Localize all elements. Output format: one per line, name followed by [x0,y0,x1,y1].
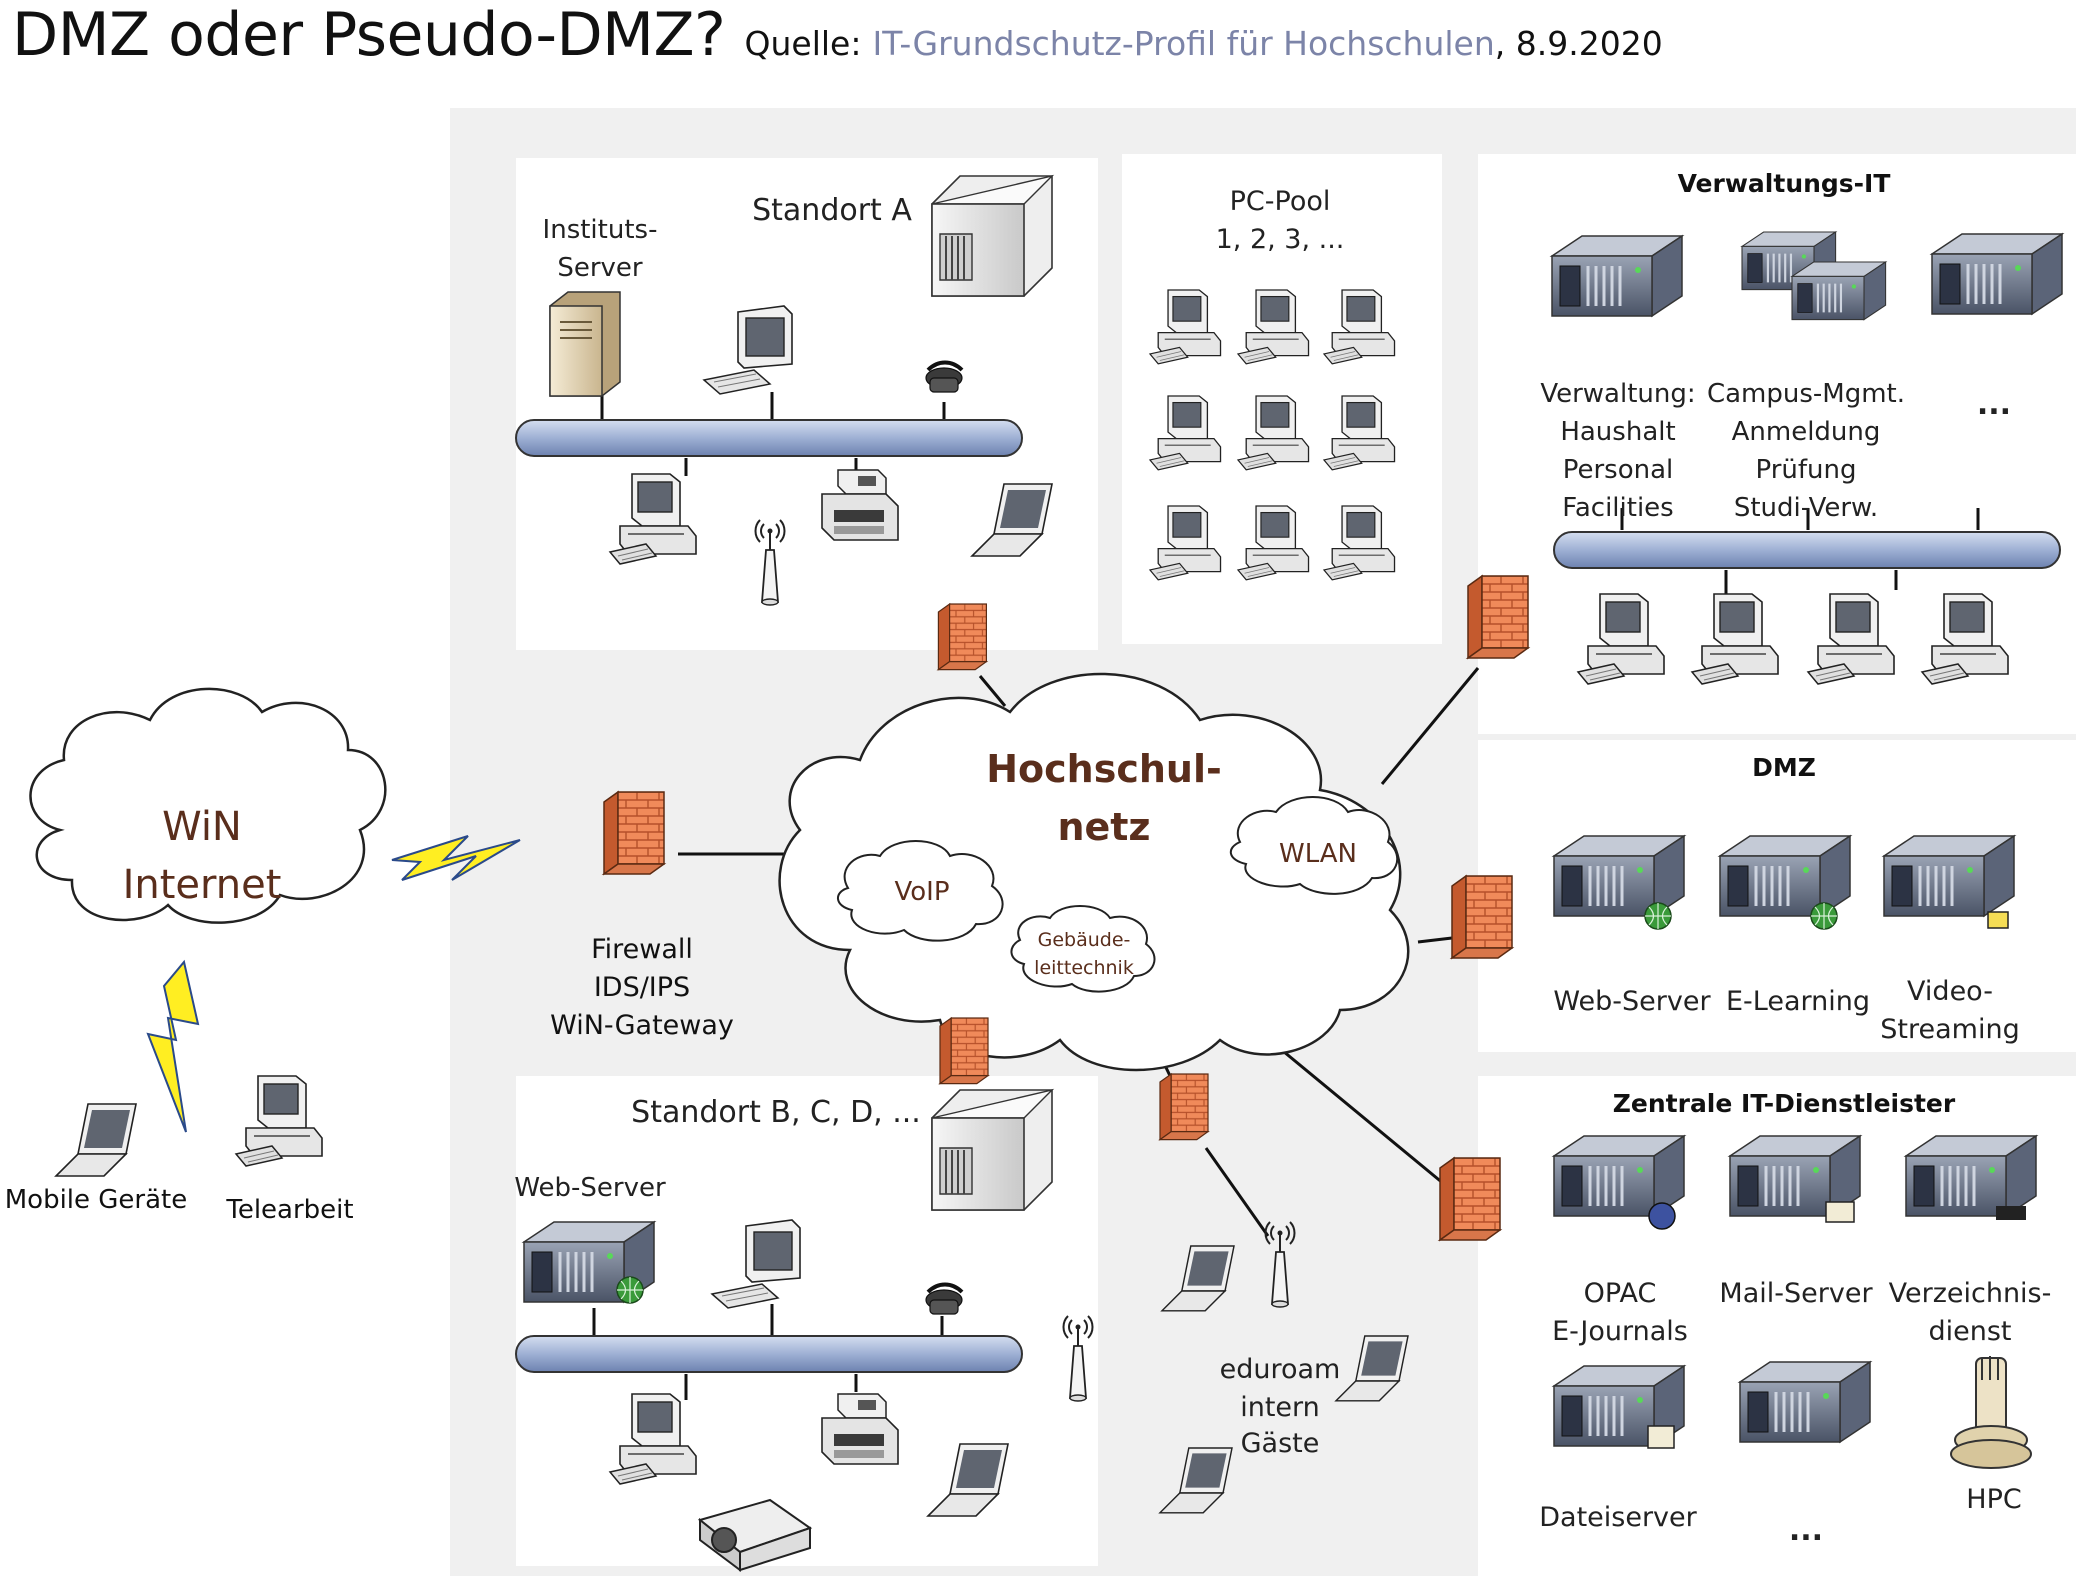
wlan-label: WLAN [1279,839,1357,869]
central-mail-label: Mail-Server [1719,1278,1873,1309]
file-badge-icon [1647,1425,1675,1449]
pc-pool-line2: 1, 2, 3, ... [1216,224,1345,255]
central-opac-line2: E-Journals [1552,1316,1688,1347]
pc-pool-grid [1149,289,1396,581]
internet-cloud-line1: WiN [162,804,242,850]
building-icon [931,1089,1053,1211]
admin-col1-line4: Facilities [1562,493,1673,523]
title-main: DMZ oder Pseudo-DMZ? [12,0,726,70]
core-line2: netz [1057,805,1150,849]
projector-icon [697,1498,813,1572]
admin-col1-line3: Personal [1563,455,1674,485]
server-icon [1738,1360,1872,1444]
wlan-cloud [1230,796,1399,895]
lightning-icon [391,835,521,881]
slide-title: DMZ oder Pseudo-DMZ? Quelle: IT-Grundsch… [12,0,1663,76]
building-icon [931,175,1053,297]
firewall-icon [1159,1073,1209,1141]
pc-pool-line1: PC-Pool [1230,186,1331,217]
server-icon [1790,260,1887,321]
admin-it-title: Verwaltungs-IT [1678,169,1891,198]
internet-cloud [29,687,387,924]
gateway-line2: IDS/IPS [594,972,690,1003]
hpc-icon [1950,1356,2032,1469]
source-link[interactable]: IT-Grundschutz-Profil für Hochschulen [872,24,1495,63]
globe-icon [1810,902,1838,930]
admin-col2-line2: Anmeldung [1732,417,1881,447]
site-b-title: Standort B, C, D, ... [631,1095,921,1130]
dmz-video-line2: Streaming [1880,1014,2019,1045]
dmz-elearning-label: E-Learning [1726,986,1870,1017]
central-dir-line1: Verzeichnis- [1889,1278,2052,1309]
firewall-icon [1439,1157,1501,1241]
video-badge-icon [1987,911,2009,929]
site-b-web-label: Web-Server [514,1173,666,1203]
laptop-icon [55,1103,137,1177]
wifi-line2: intern [1240,1392,1320,1423]
wifi-line3: Gäste [1241,1428,1320,1459]
telework-label: Telearbeit [225,1195,353,1225]
source-date: , 8.9.2020 [1494,24,1663,63]
firewall-icon [1467,575,1529,659]
site-a-server-line1: Instituts- [543,215,658,245]
dmz-web-label: Web-Server [1553,986,1711,1017]
voip-cloud [837,840,1004,942]
bus-line [515,419,1023,457]
bus-line [1553,531,2061,569]
admin-col1-line2: Haushalt [1560,417,1675,447]
server-icon [1882,834,2016,918]
core-cloud [778,672,1410,1072]
core-line1: Hochschul- [986,747,1222,791]
central-more: ... [1789,1513,1823,1548]
site-a-server-line2: Server [557,253,643,283]
gateway-line1: Firewall [591,934,693,965]
wifi-line1: eduroam [1220,1354,1341,1385]
central-hpc-label: HPC [1966,1484,2021,1515]
central-title: Zentrale IT-Dienstleister [1613,1089,1956,1118]
building-tech-cloud [1010,905,1156,993]
central-files-label: Dateiserver [1539,1502,1697,1533]
admin-col2-line4: Studi-Verw. [1734,493,1878,523]
opac-globe-icon [1648,1202,1676,1230]
building-tech-line2: leittechnik [1034,957,1134,979]
server-icon [1904,1134,2038,1218]
internet-cloud-line2: Internet [123,862,282,908]
firewall-icon [1451,875,1513,959]
globe-icon [616,1276,644,1304]
gateway-line3: WiN-Gateway [550,1010,734,1041]
admin-more: ... [1977,387,2011,422]
bus-line [515,1335,1023,1373]
dmz-title: DMZ [1752,753,1816,782]
mobile-label: Mobile Geräte [5,1185,188,1215]
directory-badge-icon [1996,1206,2026,1220]
central-opac-line1: OPAC [1584,1278,1657,1309]
server-icon [1550,234,1684,318]
admin-col2-line3: Prüfung [1755,455,1856,485]
admin-col1: Verwaltung: Haushalt Personal Facilities [1540,379,1695,523]
admin-col2: Campus-Mgmt. Anmeldung Prüfung Studi-Ver… [1707,379,1905,523]
admin-col1-line1: Verwaltung: [1540,379,1695,409]
tower-server-icon [549,291,621,397]
site-a-title: Standort A [752,193,912,228]
pc-icon [235,1075,323,1167]
firewall-icon [937,603,988,671]
building-tech-line1: Gebäude- [1038,929,1131,951]
mail-envelope-icon [1825,1201,1855,1223]
voip-label: VoIP [894,877,949,907]
globe-icon [1644,902,1672,930]
firewall-icon [939,1017,989,1085]
dmz-video-line1: Video- [1907,976,1993,1007]
central-dir-line2: dienst [1928,1316,2011,1347]
source-prefix: Quelle: [744,24,862,63]
lightning-icon [146,959,200,1133]
server-icon [1930,232,2064,316]
firewall-icon [603,791,665,875]
admin-col2-line1: Campus-Mgmt. [1707,379,1905,409]
